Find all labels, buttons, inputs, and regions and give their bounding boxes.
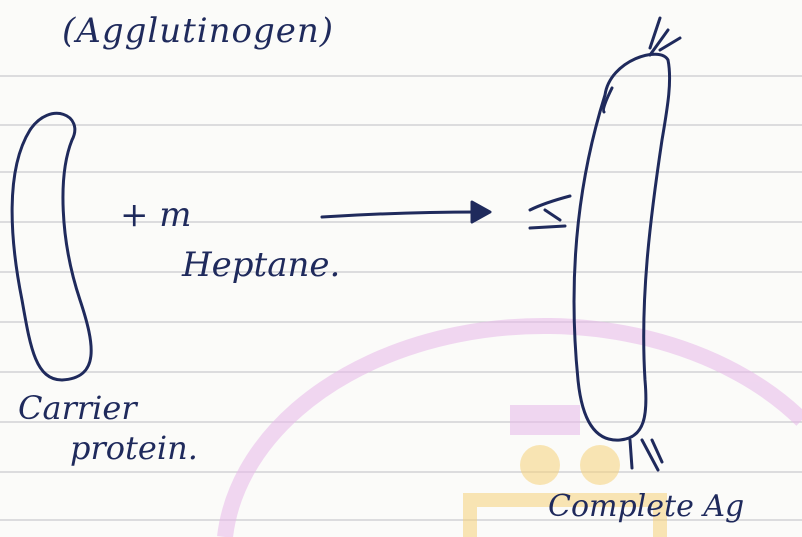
complete-antigen-label: Complete Ag: [548, 492, 744, 522]
arrow-right-icon: [322, 202, 490, 222]
reagent-name-label: Heptane.: [182, 248, 340, 282]
carrier-protein-shape: [12, 113, 91, 380]
diagram-title: (Agglutinogen): [62, 14, 334, 48]
complete-antigen-shape: [530, 18, 680, 470]
carrier-protein-label-line2: protein.: [70, 432, 198, 464]
plus-reagent-label: + m: [120, 198, 192, 232]
carrier-protein-label-line1: Carrier: [18, 392, 137, 424]
